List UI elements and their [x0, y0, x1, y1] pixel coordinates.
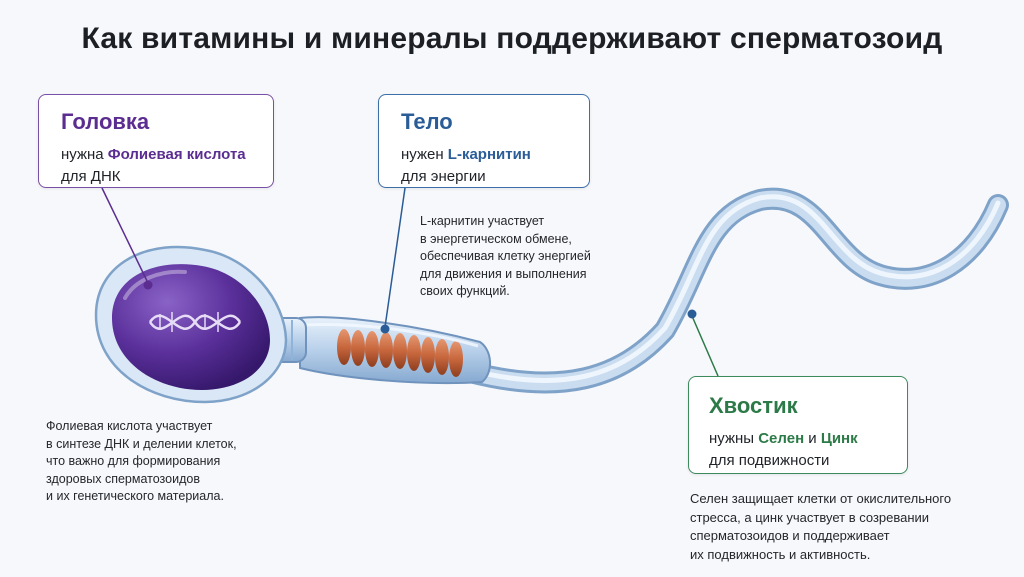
nutrient-l-carnitine: L-карнитин	[447, 146, 531, 163]
callout-head-title: Головка	[61, 109, 150, 134]
tail-leader	[691, 315, 719, 377]
callout-head: Головка нужна Фолиевая кислота для ДНК	[38, 94, 274, 188]
callout-body-purpose: для энергии	[401, 168, 486, 185]
callout-body-title: Тело	[401, 109, 453, 134]
nutrient-zinc: Цинк	[820, 430, 858, 447]
note-folic-acid: Фолиевая кислота участвует в синтезе ДНК…	[46, 419, 237, 503]
callout-head-need: нужна Фолиевая кислота	[61, 146, 246, 163]
callout-body-need: нужен L-карнитин	[401, 146, 531, 163]
callout-tail-need: нужны Селен и Цинк	[709, 430, 858, 447]
body-leader-dot	[380, 324, 390, 334]
callout-tail-purpose: для подвижности	[709, 452, 830, 469]
tail	[459, 187, 1009, 394]
tail-leader-dot	[687, 309, 697, 319]
head-leader-dot	[143, 280, 153, 290]
dna-helix-icon	[148, 312, 242, 332]
callout-tail: Хвостик нужны Селен и Цинк для подвижнос…	[688, 376, 908, 474]
callout-body: Тело нужен L-карнитин для энергии	[378, 94, 590, 188]
note-l-carnitine: L-карнитин участвует в энергетическом об…	[420, 214, 591, 298]
nutrient-folic-acid: Фолиевая кислота	[107, 146, 246, 163]
page-title: Как витамины и минералы поддерживают спе…	[81, 22, 943, 55]
head	[94, 245, 288, 404]
note-selenium-zinc: Селен защищает клетки от окислительного …	[690, 491, 952, 562]
body-leader	[384, 187, 406, 328]
nutrient-selenium: Селен	[758, 430, 805, 447]
midpiece	[299, 316, 491, 385]
mitochondria-coil	[337, 329, 463, 377]
callout-head-purpose: для ДНК	[61, 168, 121, 185]
head-leader	[101, 187, 149, 284]
callout-tail-title: Хвостик	[709, 393, 798, 418]
